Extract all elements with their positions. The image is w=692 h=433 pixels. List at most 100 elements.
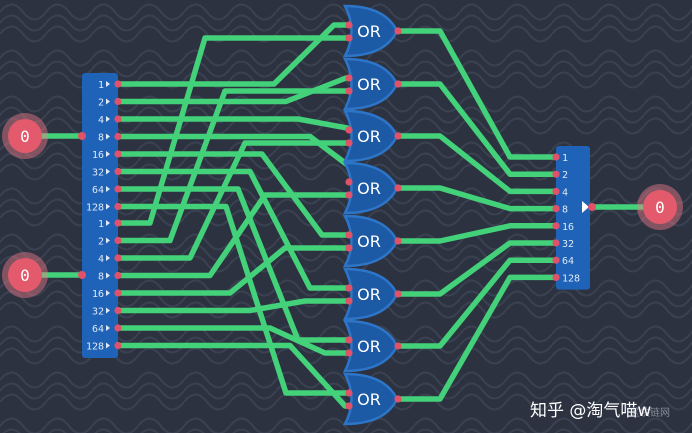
merger-label-128: 128: [562, 273, 580, 284]
pin: [114, 289, 122, 297]
input-b-node-value: 0: [20, 266, 30, 285]
or-gate-7: [342, 319, 399, 373]
wire-out-128: [395, 274, 559, 402]
splitter-a-label-8: 8: [98, 133, 104, 144]
splitter-a: [82, 73, 118, 219]
arrow-icon: [106, 342, 110, 349]
input-a-node-value: 0: [20, 127, 30, 146]
wire-b-64: [115, 325, 352, 356]
pin: [78, 271, 86, 279]
wire-a-32: [115, 168, 352, 291]
splitter-b-label-32: 32: [92, 307, 104, 318]
arrow-icon: [106, 307, 110, 314]
pin: [114, 132, 122, 141]
pin: [114, 254, 122, 262]
splitter-b-label-2: 2: [98, 237, 104, 248]
arrow-icon: [106, 133, 110, 140]
pin: [345, 139, 353, 147]
or-gate-5: [342, 214, 399, 268]
arrow-icon: [106, 237, 110, 244]
or-gate-label: OR: [357, 337, 381, 356]
pin: [394, 184, 402, 192]
pin: [394, 395, 402, 403]
merger-label-8: 8: [562, 205, 568, 216]
or-gate-label: OR: [357, 285, 381, 304]
wire-a-1: [115, 22, 352, 87]
or-gate-label: OR: [357, 390, 381, 409]
pin: [552, 273, 560, 281]
pin: [552, 256, 560, 264]
pin: [345, 21, 353, 29]
wire-out-4: [395, 133, 559, 195]
pin: [114, 150, 122, 158]
pin: [552, 239, 560, 247]
arrow-icon: [106, 325, 110, 331]
splitter-a-label-16: 16: [92, 150, 104, 161]
pin: [588, 203, 596, 211]
output-node-value: 0: [655, 198, 665, 217]
arrow-icon: [106, 98, 110, 105]
splitter-b: [82, 212, 118, 358]
wire-b-16: [115, 245, 352, 296]
pin: [552, 170, 560, 178]
or-gate-label: OR: [357, 179, 381, 198]
splitter-a-label-32: 32: [92, 168, 104, 179]
wire-b-8: [115, 192, 352, 279]
input-a-node: [8, 119, 42, 153]
splitter-a-label-2: 2: [98, 98, 104, 109]
wire-out-2: [395, 81, 559, 177]
merger-label-32: 32: [562, 239, 574, 250]
merger-label-16: 16: [562, 222, 574, 233]
arrow-icon: [106, 203, 110, 210]
pin: [552, 222, 560, 230]
pin: [345, 284, 353, 292]
pin: [345, 191, 353, 199]
pin: [394, 342, 402, 350]
input-b-node: [8, 258, 42, 292]
or-gate-label: OR: [357, 127, 381, 146]
wire-a-128: [115, 203, 352, 396]
merger-label-64: 64: [562, 256, 574, 267]
pin: [552, 205, 560, 213]
pin: [345, 178, 353, 186]
wire-out-16: [395, 223, 559, 244]
wire-out-32: [395, 240, 559, 297]
pin: [345, 297, 353, 305]
pin: [114, 324, 122, 332]
pin: [345, 402, 353, 410]
wire-layer: [37, 22, 655, 409]
or-gate-3: [342, 109, 399, 163]
arrow-icon: [106, 116, 110, 122]
pin: [345, 389, 353, 397]
pin: [345, 126, 353, 134]
splitter-a-label-128: 128: [86, 203, 104, 214]
or-gate-6: [342, 267, 399, 321]
or-gate-8: [342, 372, 399, 426]
output-arrow-icon: [582, 201, 589, 213]
arrow-icon: [106, 255, 110, 261]
pin: [114, 202, 122, 211]
pin: [114, 306, 122, 315]
arrow-icon: [106, 290, 110, 296]
pin: [552, 153, 560, 161]
pin: [552, 187, 560, 195]
pin: [78, 132, 86, 140]
merger-label-1: 1: [562, 153, 568, 164]
wire-b-32: [115, 298, 352, 314]
or-gate-4: [342, 161, 399, 215]
or-gate-label: OR: [357, 75, 381, 94]
watermark-text: 知乎 @淘气喵w: [530, 401, 652, 421]
corner-watermark: 区块链网: [630, 408, 670, 419]
merger-label-2: 2: [562, 170, 568, 181]
splitter-b-label-4: 4: [98, 254, 104, 265]
splitter-b-label-128: 128: [86, 342, 104, 353]
wire-b-4: [115, 140, 352, 261]
pin: [345, 87, 353, 95]
pin: [114, 236, 122, 245]
splitter-a-label-1: 1: [98, 80, 104, 91]
pin: [345, 74, 353, 82]
io-layer: 0 0 0: [2, 113, 683, 298]
pin: [345, 244, 353, 252]
